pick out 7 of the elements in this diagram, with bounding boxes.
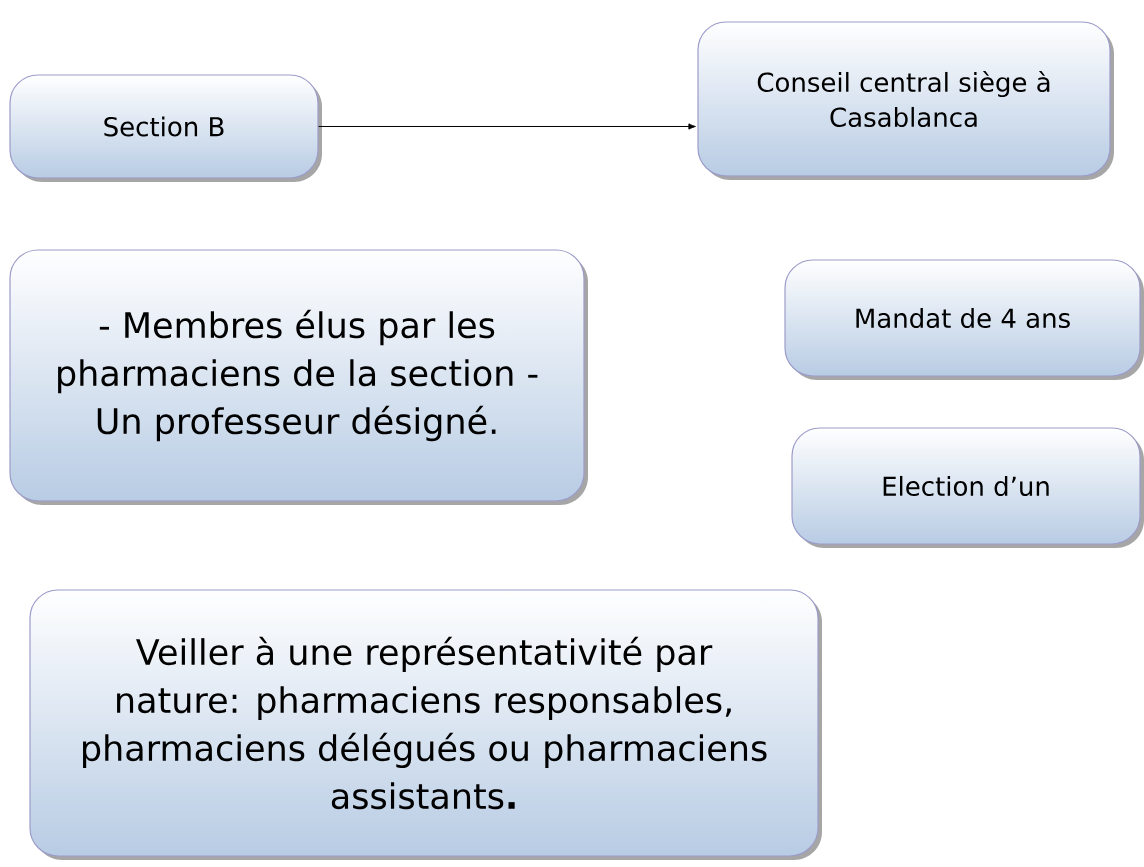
rounded-box: Section B (9, 74, 322, 182)
rounded-box: Mandat de 4 ans (784, 259, 1144, 380)
rounded-box: Veiller à une représentativité par nature: pharmaciens responsables, pharmaciens délégués ou pharmaciens assistants. (29, 589, 822, 860)
rounded-box: Conseil central siège à Casablanca (697, 21, 1114, 180)
rounded-box: - Membres élus par les pharmaciens de la section - Un professeur désigné. (9, 249, 588, 505)
rounded-box: Election d’un (791, 427, 1144, 548)
arrow (318, 123, 696, 130)
